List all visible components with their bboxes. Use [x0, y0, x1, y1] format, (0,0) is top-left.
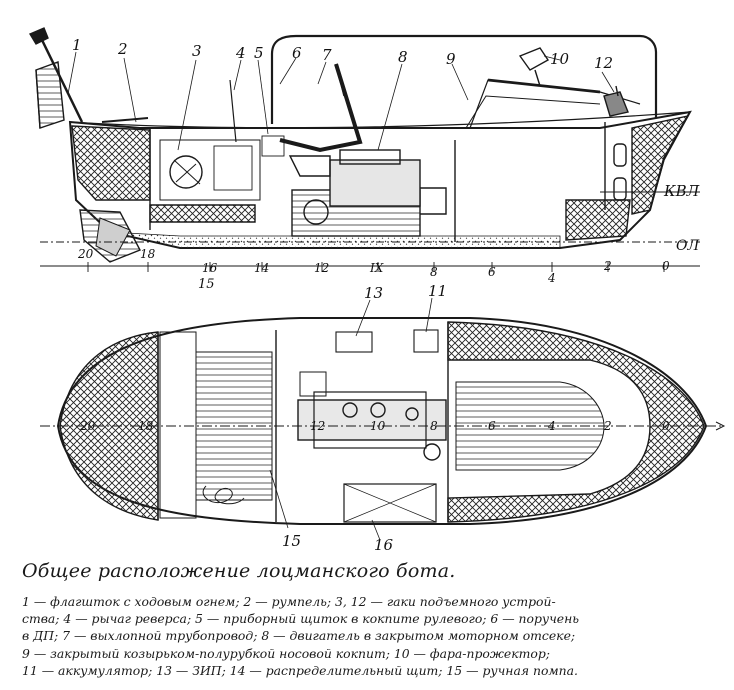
callout-8: 8 [398, 48, 408, 66]
figure-title: Общее расположение лоцманского бота. [22, 560, 456, 582]
legend-line: 9 — закрытый козырьком-полурубкой носово… [22, 645, 550, 661]
side-callouts: 1 2 3 4 5 6 7 8 9 10 12 [72, 36, 613, 72]
callout-2: 2 [117, 40, 128, 58]
side-view [28, 27, 700, 272]
frame-16: 16 [202, 261, 218, 275]
frame-12: 12 [314, 261, 329, 275]
legend-line: в ДП; 7 — выхлопной трубопровод; 8 — дви… [22, 628, 576, 644]
plan-frame-10: 10 [370, 419, 386, 433]
side-frame-numbers: 20 18 16 14 12 IX 8 6 4 2 0 КВЛ ОЛ 15 [77, 182, 700, 292]
boat-drawing: 1 2 3 4 5 6 7 8 9 10 12 20 18 16 14 12 I… [28, 27, 726, 554]
frame-0: 0 [662, 259, 670, 273]
callout-16: 16 [374, 536, 394, 554]
frame-IX: IX [369, 261, 384, 275]
callout-15: 15 [282, 532, 301, 550]
plan-frame-12: 12 [310, 419, 325, 433]
callout-10: 10 [550, 50, 570, 68]
plan-frame-4: 4 [547, 419, 556, 433]
frame-4: 4 [547, 271, 556, 285]
plan-frame-numbers: 20 18 12 10 8 6 4 2 0 [79, 419, 670, 433]
plan-frame-6: 6 [488, 419, 496, 433]
legend-line: ства; 4 — рычаг реверса; 5 — приборный щ… [22, 611, 580, 627]
frame-20: 20 [77, 247, 94, 261]
engine-plan [297, 371, 447, 461]
plan-frame-8: 8 [430, 419, 438, 433]
callout-11: 11 [428, 282, 447, 300]
engine [288, 149, 447, 237]
callout-9: 9 [446, 50, 456, 68]
callout-4: 4 [235, 44, 246, 62]
callout-5: 5 [254, 44, 264, 62]
plan-frame-20: 20 [79, 419, 96, 433]
callout-12: 12 [594, 54, 613, 72]
stray-mark: 15 [198, 277, 215, 292]
legend-line: 11 — аккумулятор; 13 — ЗИП; 14 — распред… [22, 662, 578, 678]
flagstaff [28, 27, 84, 129]
callout-6: 6 [292, 44, 302, 62]
frame-18: 18 [140, 247, 156, 261]
waterline-label: КВЛ [663, 182, 700, 200]
legend-line: 1 — флагшток с ходовым огнем; 2 — румпел… [22, 594, 556, 609]
plan-frame-18: 18 [138, 419, 154, 433]
callout-1: 1 [72, 36, 82, 54]
frame-6: 6 [488, 265, 496, 279]
callout-7: 7 [322, 46, 332, 64]
frame-2: 2 [603, 259, 612, 273]
frame-14: 14 [254, 261, 269, 275]
plan-callouts: 13 11 15 16 [282, 282, 447, 554]
frame-8: 8 [430, 265, 438, 279]
plan-frame-0: 0 [662, 419, 670, 433]
plan-view [40, 297, 726, 541]
plan-frame-2: 2 [603, 419, 612, 433]
figure-legend: 1 — флагшток с ходовым огнем; 2 — румпел… [22, 593, 724, 679]
callout-13: 13 [364, 284, 383, 302]
callout-3: 3 [192, 42, 202, 60]
baseline-label: ОЛ [676, 238, 699, 254]
